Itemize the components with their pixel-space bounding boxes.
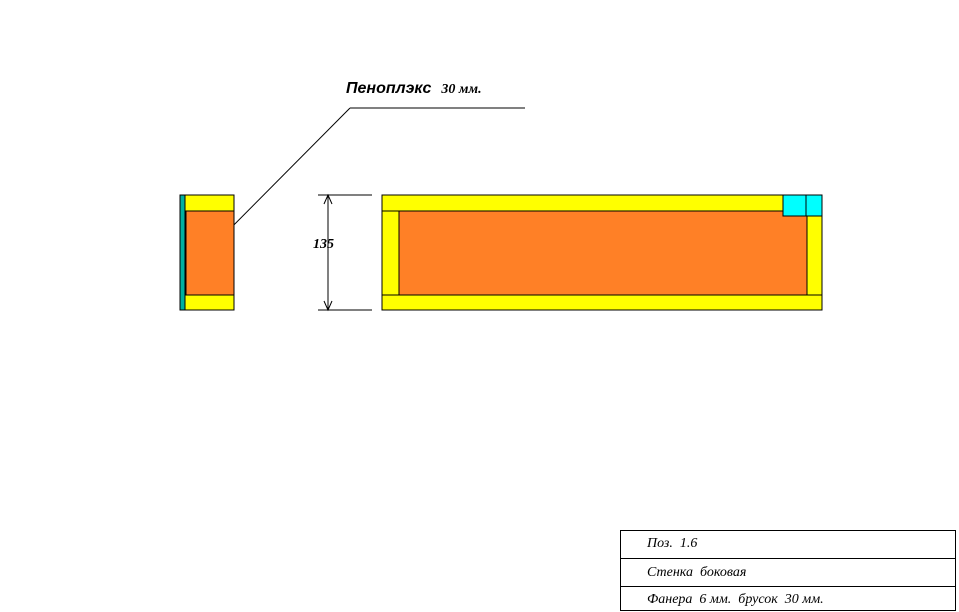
front-corner-block (782, 194, 823, 217)
dim-arrow-top (323, 193, 333, 205)
title-block-name: Стенка боковая (647, 565, 747, 580)
title-block-row-position: Поз. 1.6 (621, 531, 955, 558)
callout-leader-line (211, 107, 351, 248)
title-block: Поз. 1.6 Стенка боковая Фанера 6 мм. бру… (620, 530, 956, 611)
callout-thickness-label: 30 мм. (440, 82, 481, 97)
front-foam (398, 210, 808, 296)
height-dimension (318, 193, 372, 312)
title-block-row-name: Стенка боковая (621, 558, 955, 586)
dim-arrow-bottom (323, 300, 333, 312)
front-view (381, 194, 823, 311)
callout-material-label: Пеноплэкс (346, 80, 432, 97)
dim-value-label: 135 (313, 237, 334, 252)
section-foam (185, 210, 235, 296)
svg-text:Пеноплэкс 30 мм.: Пеноплэкс 30 мм. (346, 80, 482, 97)
section-view (179, 194, 235, 311)
title-block-material: Фанера 6 мм. брусок 30 мм. (647, 592, 824, 607)
title-block-position: Поз. 1.6 (647, 536, 698, 551)
section-plywood-edge (179, 194, 186, 311)
title-block-row-material: Фанера 6 мм. брусок 30 мм. (621, 586, 955, 612)
